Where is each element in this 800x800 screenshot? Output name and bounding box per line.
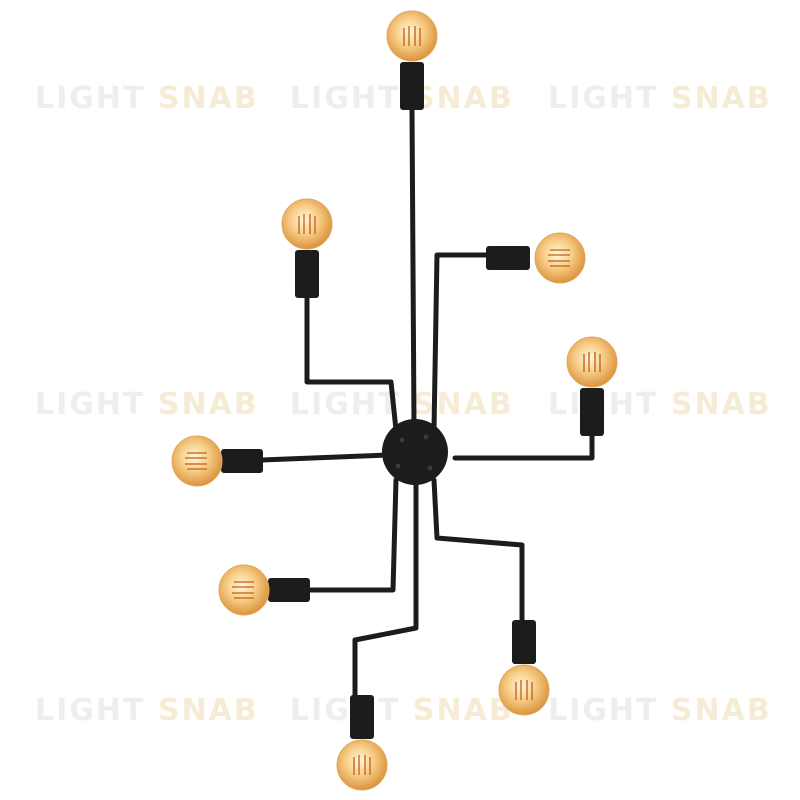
bulb-upper-left [281, 198, 333, 298]
bulb-bottom [336, 695, 388, 791]
socket [268, 578, 310, 602]
bulb-glass [534, 232, 586, 284]
watermark-logo: LIGHT SNAB [548, 387, 772, 422]
arm-upper-left [304, 282, 399, 433]
filament [583, 352, 601, 372]
arm-top [409, 107, 417, 428]
watermark-logo: LIGHT SNAB [35, 693, 259, 728]
bulb-right [566, 336, 618, 436]
watermark-logo: LIGHT SNAB [35, 387, 259, 422]
socket [580, 388, 604, 436]
arm-upper-right [431, 252, 496, 433]
arm-left [259, 452, 391, 463]
bulb-glass [281, 198, 333, 250]
bulb-glass [171, 435, 223, 487]
chandelier-arms [259, 107, 595, 708]
bulb-upper-right [486, 232, 586, 284]
bulb-glass [218, 564, 270, 616]
filament [353, 755, 371, 775]
watermark-logo: LIGHT SNAB [290, 693, 514, 728]
socket [221, 449, 263, 473]
socket [512, 620, 536, 664]
watermark-logo: LIGHT SNAB [548, 81, 772, 116]
filament [298, 214, 316, 234]
watermark-grid: LIGHT SNAB LIGHT SNAB LIGHT SNAB LIGHT SNAB… [35, 81, 772, 728]
watermark-logo: LIGHT SNAB [35, 81, 259, 116]
socket [295, 250, 319, 298]
bulbs [171, 10, 618, 791]
filament [185, 452, 207, 470]
filament [515, 680, 533, 700]
arm-lower-left [307, 477, 399, 593]
bulb-lower-left [218, 564, 310, 616]
central-canopy [382, 419, 448, 485]
filament [232, 581, 254, 599]
socket [486, 246, 530, 270]
bulb-glass [336, 739, 388, 791]
bulb-left [171, 435, 263, 487]
filament [403, 26, 421, 46]
bulb-top [386, 10, 438, 110]
bulb-glass [566, 336, 618, 388]
socket [400, 62, 424, 110]
watermark-logo: LIGHT SNAB [548, 693, 772, 728]
filament [548, 249, 570, 267]
socket [350, 695, 374, 739]
bulb-glass [498, 664, 550, 716]
bulb-glass [386, 10, 438, 62]
bulb-lower-right [498, 620, 550, 716]
watermark-logo: LIGHT SNAB [290, 81, 514, 116]
arm-lower-right [431, 477, 525, 631]
arm-bottom [352, 482, 419, 708]
arm-right [452, 422, 595, 461]
watermark-logo: LIGHT SNAB [290, 387, 514, 422]
